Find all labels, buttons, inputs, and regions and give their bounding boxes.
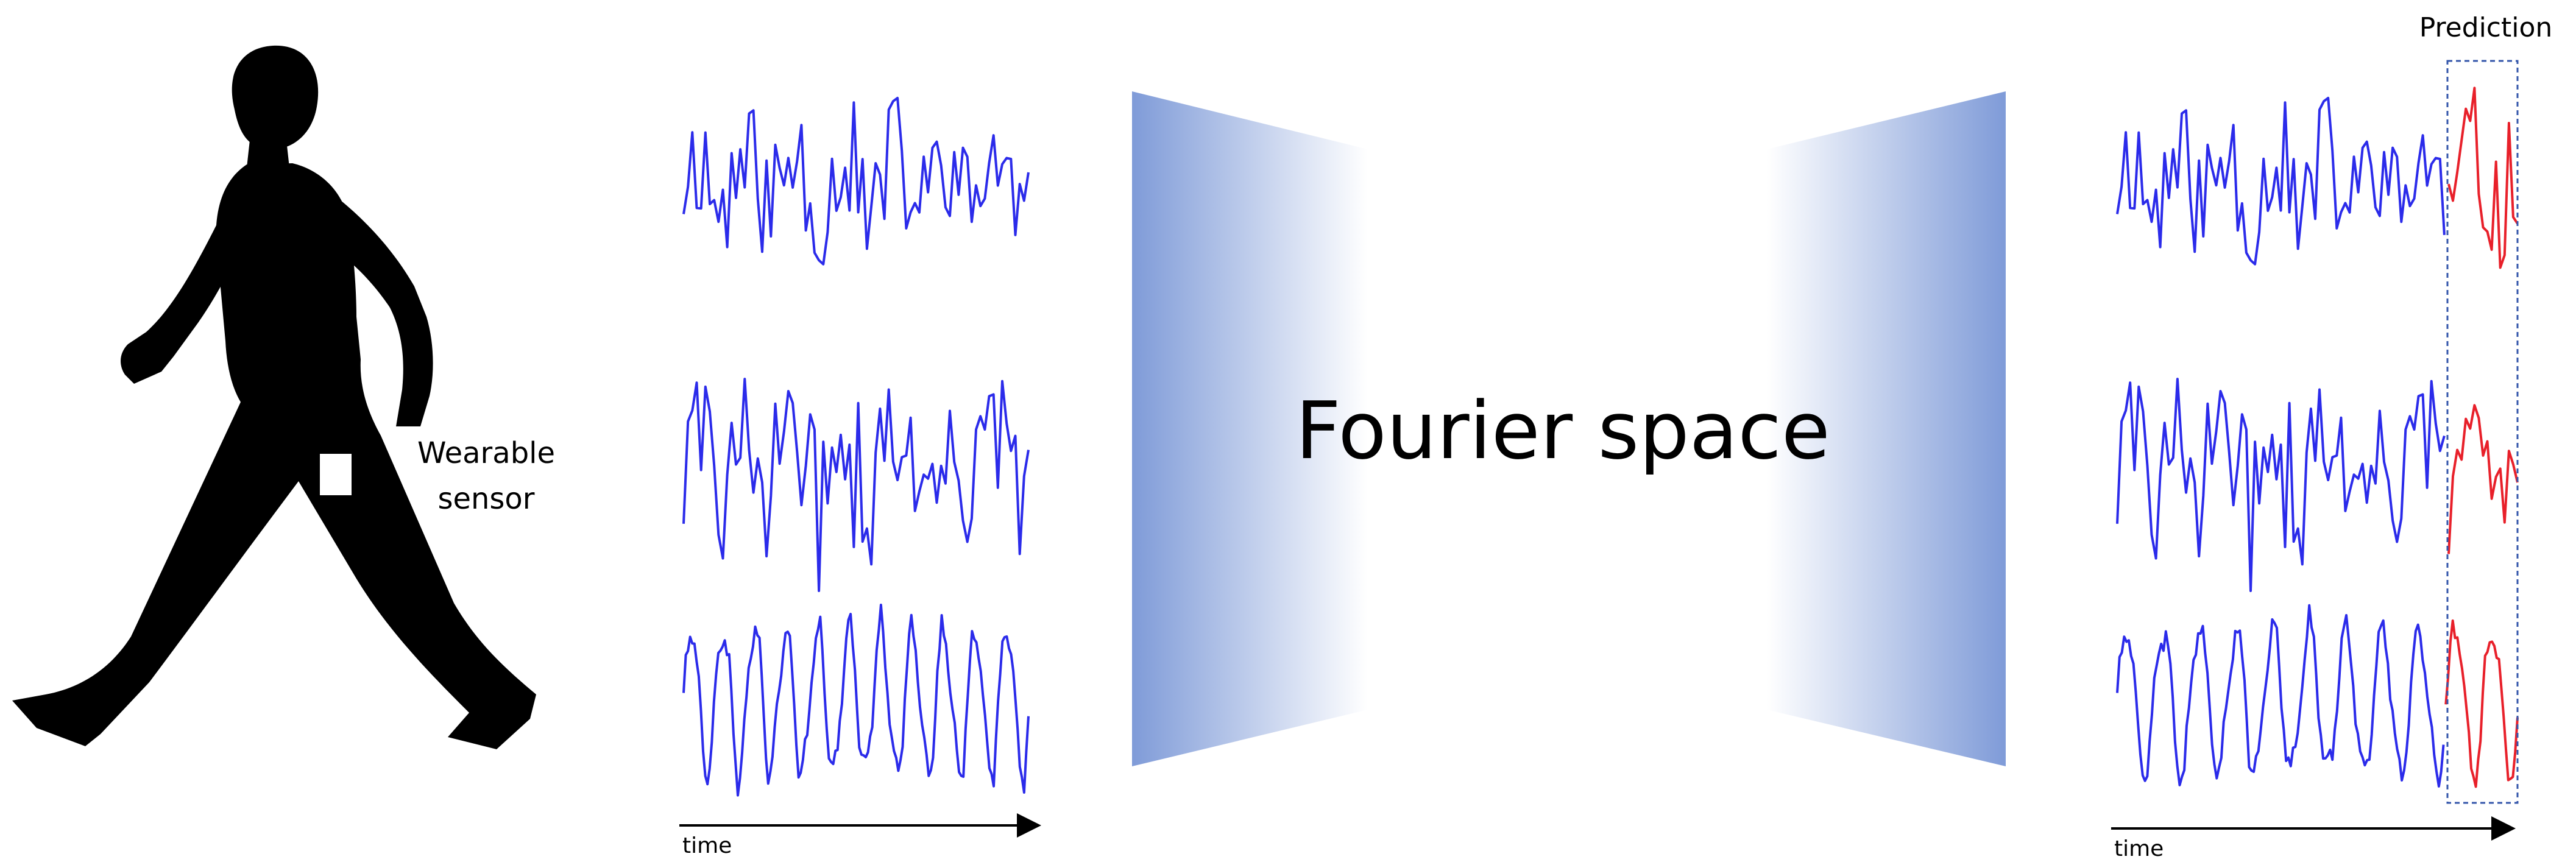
signal-2-trace [682, 378, 1030, 592]
signal-2-trace [2116, 378, 2446, 592]
sensor-marker-icon [320, 454, 352, 495]
signal-1-trace [2116, 96, 2446, 266]
walking-person-icon [12, 45, 536, 749]
output-signals [2116, 86, 2519, 788]
signal-3-trace [682, 604, 1030, 797]
signal-3-trace [2116, 604, 2445, 788]
signal-1-trace [682, 96, 1030, 266]
signal-1-prediction-trace [2447, 86, 2519, 269]
signal-3-prediction-trace [2444, 619, 2519, 788]
prediction-label: Prediction [2419, 12, 2553, 43]
sensor-label-line2: sensor [437, 482, 534, 516]
encoder-funnel [1132, 91, 1368, 766]
signal-2-prediction-trace [2447, 404, 2519, 554]
prediction-box [2446, 60, 2519, 804]
time-axis-label-right: time [2114, 836, 2164, 861]
fourier-space-title: Fourier space [1295, 384, 1830, 477]
time-axis-label-left: time [682, 833, 732, 858]
sensor-label-line1: Wearable [417, 436, 555, 470]
input-signals [682, 96, 1030, 797]
decoder-funnel [1767, 91, 2006, 766]
